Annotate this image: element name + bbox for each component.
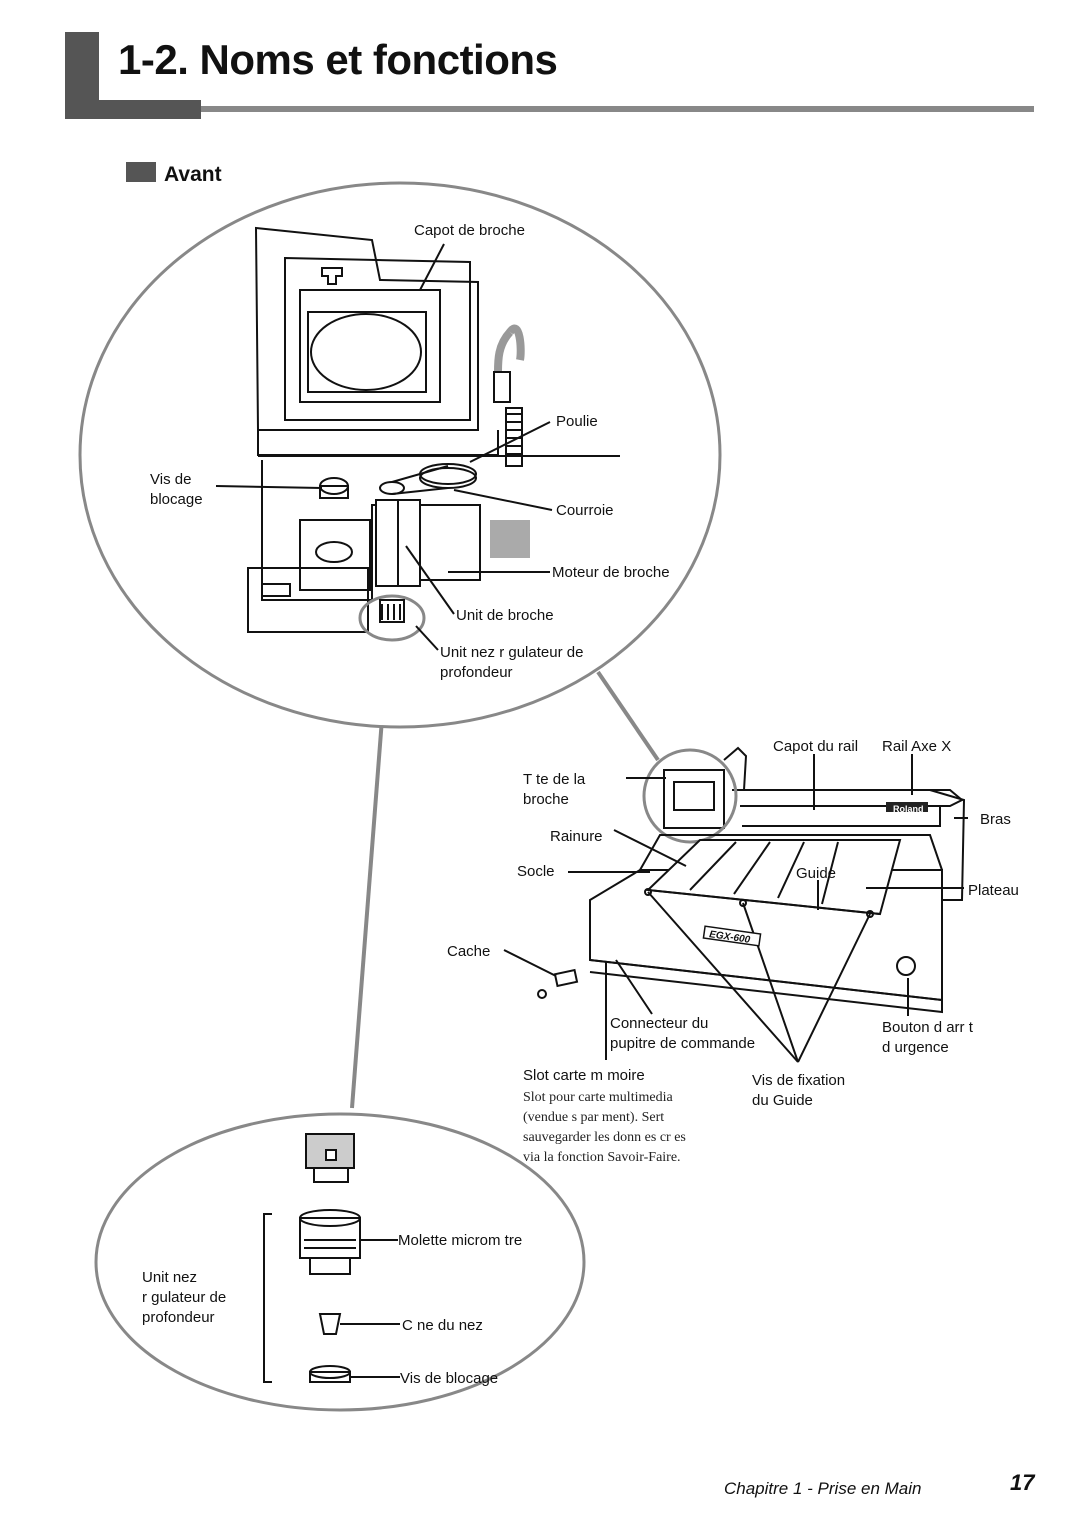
label-connector-line1: Connecteur du (610, 1015, 709, 1032)
label-guide: Guide (796, 865, 837, 882)
label-spindle-motor: Moteur de broche (552, 564, 670, 581)
label-x-rail: Rail Axe X (882, 738, 952, 755)
title-rule (201, 106, 1034, 112)
label-connector-line2: pupitre de commande (610, 1035, 756, 1052)
page-number: 17 (1010, 1470, 1035, 1495)
label-rail-cover: Capot du rail (773, 738, 859, 755)
slot-note-line2: (vendue s par ment). Sert (523, 1110, 665, 1125)
label-spindle-cover: Capot de broche (414, 222, 525, 239)
label-table: Plateau (968, 882, 1019, 899)
label-nose-assembly-line3: profondeur (142, 1309, 215, 1326)
engraver-machine (503, 746, 968, 1063)
label-pulley: Poulie (556, 413, 598, 430)
slot-note-line3: sauvegarder les donn es cr es (523, 1130, 686, 1145)
machine-badges (702, 802, 928, 947)
label-locking-nut: Vis de blocage (400, 1370, 499, 1387)
section-title: Avant (164, 163, 222, 186)
label-head-line2: broche (523, 791, 569, 808)
label-base: Socle (517, 863, 555, 880)
footer-chapter: Chapitre 1 - Prise en Main (724, 1479, 922, 1498)
label-locking-screw-line1: Vis de (150, 471, 192, 488)
label-nose-unit-line1: Unit nez r gulateur de (440, 644, 584, 661)
label-belt: Courroie (556, 502, 614, 519)
label-head-line1: T te de la (523, 771, 586, 788)
spindle-detail-circle (78, 181, 722, 729)
nose-unit-detail-circle (94, 1112, 586, 1412)
label-arm: Bras (980, 811, 1011, 828)
label-nose-cone: C ne du nez (402, 1317, 483, 1334)
section-marker (126, 162, 156, 182)
label-groove: Rainure (550, 828, 603, 845)
title-accent-foot (65, 100, 201, 119)
label-micrometer-dial: Molette microm tre (398, 1232, 523, 1249)
brand-badge-text: Roland (893, 804, 924, 814)
label-emergency-line2: d urgence (882, 1039, 949, 1056)
label-emergency-line1: Bouton d arr t (882, 1019, 973, 1036)
label-nose-unit-line2: profondeur (440, 664, 513, 681)
label-nose-assembly-line2: r gulateur de (142, 1289, 227, 1306)
label-guide-screws-line1: Vis de fixation (752, 1072, 846, 1089)
label-guide-screws-line2: du Guide (752, 1092, 813, 1109)
slot-note-line4: via la fonction Savoir-Faire. (523, 1150, 681, 1165)
page-title: 1-2. Noms et fonctions (118, 36, 558, 83)
label-nose-assembly-line1: Unit nez (142, 1269, 198, 1286)
label-spindle-unit: Unit de broche (456, 607, 554, 624)
slot-note-line1: Slot pour carte multimedia (523, 1090, 673, 1105)
callout-connectors (350, 670, 660, 1109)
label-locking-screw-line2: blocage (150, 491, 203, 508)
label-cap: Cache (447, 943, 491, 960)
label-memory-slot: Slot carte m moire (523, 1067, 645, 1084)
